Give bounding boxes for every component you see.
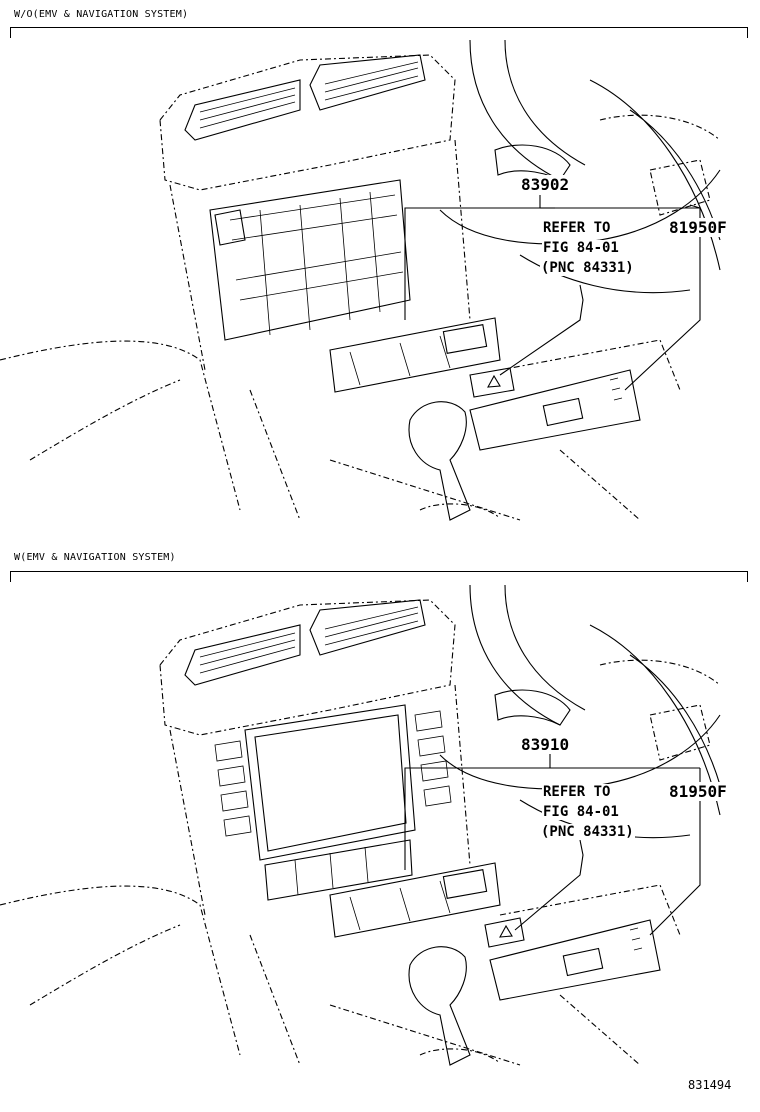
part-number-label: 83902 (520, 175, 571, 194)
dashboard-drawing (0, 585, 721, 1066)
reference-line: REFER TO (542, 784, 612, 800)
dashboard-drawing (0, 40, 721, 521)
section-bracket (10, 27, 748, 38)
side-part-number-label: 81950F (668, 782, 728, 801)
section-bracket (10, 571, 748, 582)
section-title: W(EMV & NAVIGATION SYSTEM) (14, 552, 176, 563)
reference-line: FIG 84-01 (542, 804, 620, 820)
reference-line: (PNC 84331) (540, 260, 635, 276)
section-title: W/O(EMV & NAVIGATION SYSTEM) (14, 9, 189, 20)
reference-line: (PNC 84331) (540, 824, 635, 840)
reference-line: FIG 84-01 (542, 240, 620, 256)
side-part-number-label: 81950F (668, 218, 728, 237)
reference-line: REFER TO (542, 220, 612, 236)
figure-id: 831494 (688, 1078, 732, 1092)
part-number-label: 83910 (520, 735, 571, 754)
